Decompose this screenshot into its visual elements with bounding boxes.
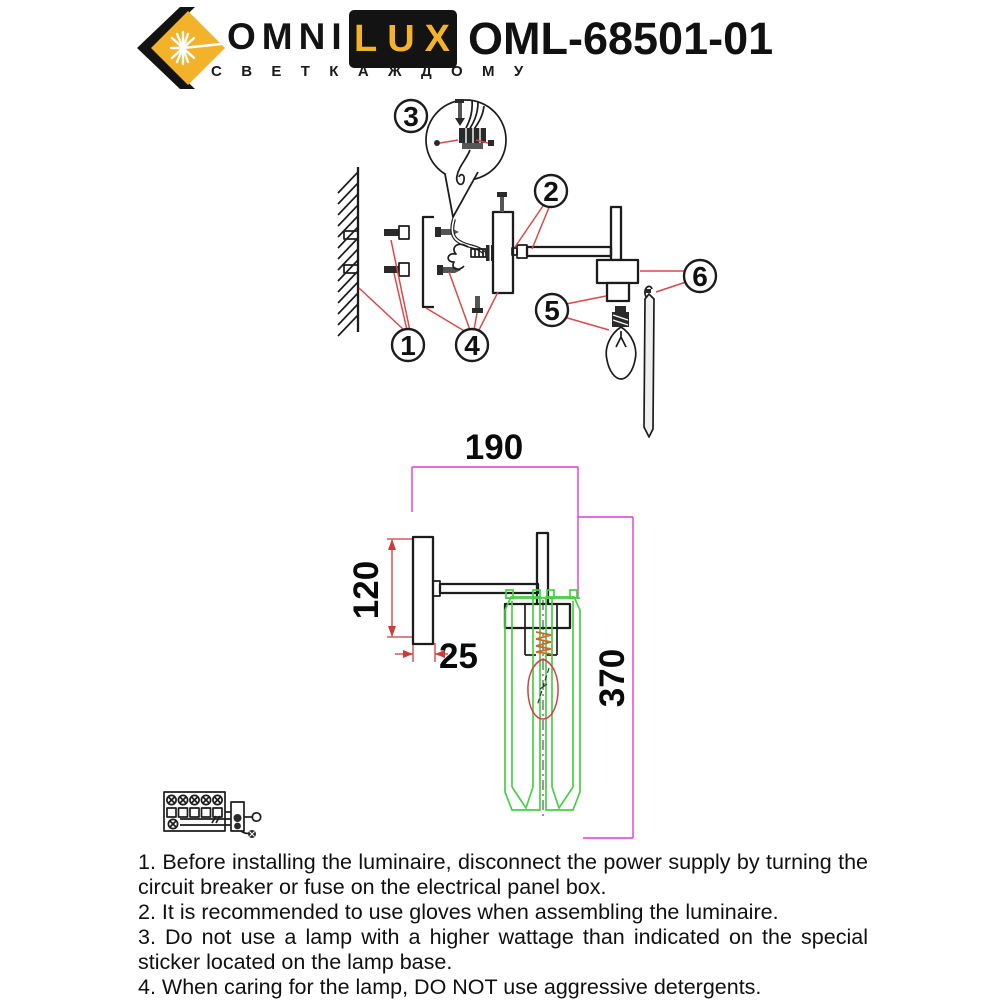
callout-2: 2 [533,173,569,209]
omnilux-logo-icon [137,7,225,89]
glass-shade-side-view [504,589,581,811]
brand-name-lux-box: LUX [349,10,457,68]
lamp-arm-exploded [511,205,623,262]
terminal-block-diagram [163,791,262,838]
bulb-exploded [605,306,637,380]
wall-anchor [384,225,410,277]
svg-text:1: 1 [400,330,416,361]
instruction-item-3: 3. Do not use a lamp with a higher watta… [138,925,868,974]
plate-depth-dimension [395,643,448,662]
lamp-side-view [411,531,572,816]
callout-6: 6 [682,258,718,294]
glass-shade-exploded [643,285,655,438]
svg-text:5: 5 [544,295,560,326]
dimension-total-height-label: 370 [593,649,632,707]
wall-plate-exploded [491,192,515,295]
plate-height-dimension [387,538,413,638]
connector-contacts [233,811,262,838]
model-number: OML-68501-01 [468,13,774,64]
callout-leader-lines [358,202,687,333]
instruction-item-2: 2. It is recommended to use gloves when … [138,900,779,924]
svg-text:6: 6 [692,261,708,292]
lamp-holder-exploded [595,258,640,303]
terminal-wires [180,811,231,826]
instructions-list: 1. Before installing the luminaire, disc… [138,850,868,1000]
instruction-item-4: 4. When caring for the lamp, DO NOT use … [138,975,762,999]
svg-text:3: 3 [403,101,419,132]
callout-3: 3 [393,98,429,134]
brand-name-lux: LUX [354,17,460,60]
brand-tagline: С В Е Т К А Ж Д О М У [211,63,531,80]
balloon-contents [434,99,494,186]
dimension-view: 190 370 120 25 [347,428,634,839]
supply-wire [447,218,487,271]
svg-text:4: 4 [464,330,480,361]
exploded-view: 1 2 3 4 5 6 [337,98,718,438]
callout-5: 5 [534,292,570,328]
wall-hatching [337,167,360,337]
bulb-side-view [527,631,559,720]
dimension-plate-depth-label: 25 [439,637,478,676]
callout-1: 1 [390,327,426,363]
wiring-detail-balloon [425,99,507,220]
dimension-width-label: 190 [465,428,523,467]
brand-name-omni: OMNI [227,16,348,57]
dimension-plate-height-label: 120 [347,561,386,619]
magenta-dimension-lines [411,466,634,839]
mounting-bracket [421,215,434,309]
callout-4: 4 [454,327,490,363]
svg-text:2: 2 [543,176,559,207]
instruction-item-1: 1. Before installing the luminaire, disc… [138,850,868,899]
terminal-screws [166,794,223,830]
